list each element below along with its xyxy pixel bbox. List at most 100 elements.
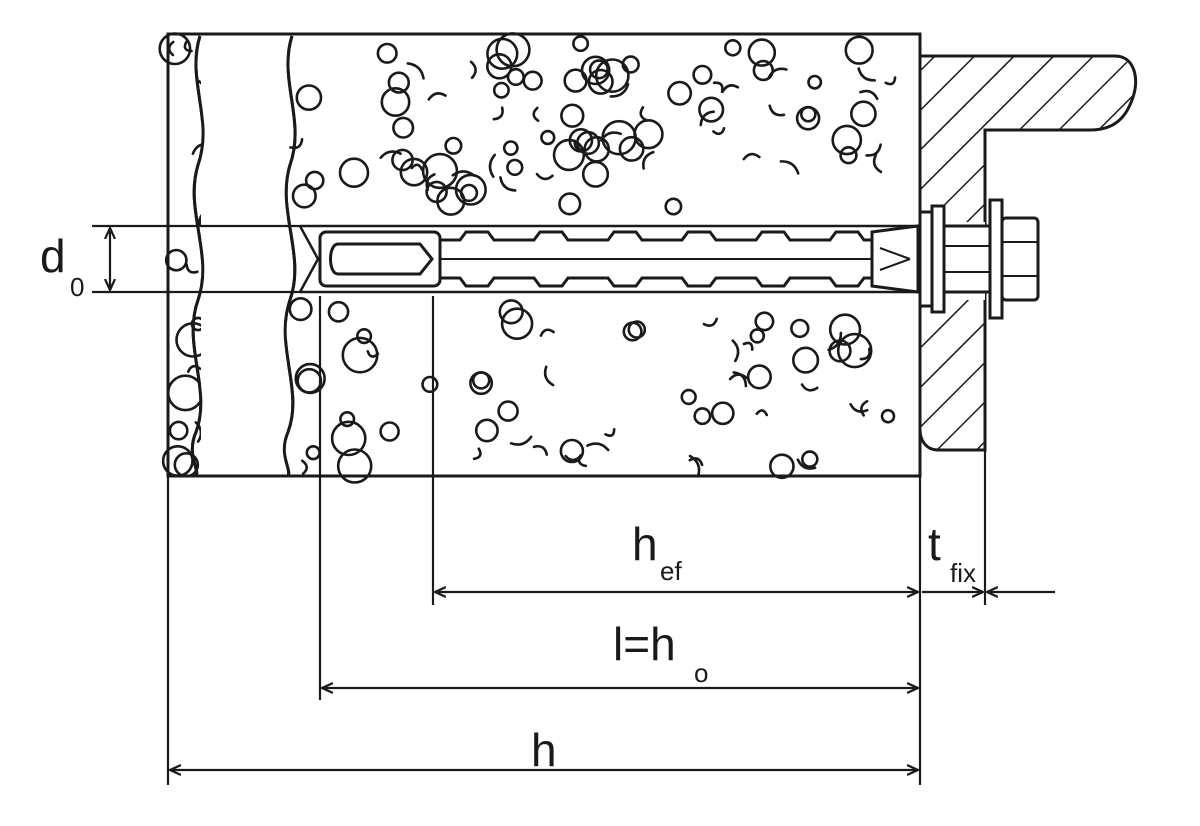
aggregate-stone: [581, 160, 610, 188]
aggregate-stone: [168, 420, 189, 441]
aggregate-stone: [444, 136, 463, 155]
aggregate-squiggle: [872, 153, 883, 174]
aggregate-stone: [336, 448, 373, 484]
aggregate-squiggle: [586, 442, 610, 452]
aggregate-squiggle: [800, 383, 819, 392]
aggregate-stone: [693, 407, 712, 426]
aggregate-stone: [828, 313, 862, 346]
aggregate-squiggle: [427, 92, 447, 101]
aggregate-stone: [769, 453, 795, 480]
aggregate-squiggle: [857, 67, 876, 82]
label-d0-sub: 0: [70, 272, 84, 302]
aggregate-squiggle: [731, 339, 740, 363]
aggregate-stone: [338, 157, 370, 188]
aggregate-stone: [522, 70, 543, 91]
aggregate-squiggle: [742, 341, 754, 351]
aggregate-stone: [568, 127, 594, 153]
aggregate-stone: [618, 135, 645, 162]
aggregate-stone: [327, 300, 350, 323]
aggregate-squiggle: [859, 347, 871, 361]
label-h-main: h: [531, 724, 557, 776]
aggregate-stone: [807, 74, 823, 90]
aggregate-squiggle: [865, 143, 882, 157]
aggregate-squiggle: [688, 454, 701, 477]
aggregate-stone: [391, 148, 414, 172]
aggregate-squiggle: [742, 152, 761, 161]
aggregate-stone: [341, 336, 379, 374]
aggregate-squiggle: [642, 150, 655, 170]
aggregate-stone: [558, 192, 582, 216]
aggregate-squiggle: [688, 457, 704, 467]
aggregate-squiggle: [768, 104, 786, 117]
aggregate-squiggle: [186, 364, 202, 373]
aggregate-squiggle: [543, 365, 555, 387]
aggregate-stone: [880, 408, 896, 424]
aggregate-stone: [498, 299, 524, 325]
aggregate-squiggle: [451, 170, 476, 177]
aggregate-stone: [850, 100, 877, 128]
aggregate-squiggle: [639, 106, 648, 122]
aggregate-stone: [667, 80, 693, 106]
anchor-sleeve: [318, 224, 920, 294]
aggregate-stone: [588, 59, 610, 80]
aggregate-stone: [387, 71, 410, 94]
label-tfix-sub: fix: [950, 558, 976, 588]
aggregate-squiggle: [472, 447, 482, 461]
aggregate-stone: [291, 183, 317, 209]
aggregate-stone: [664, 197, 683, 216]
aggregate-squiggle: [535, 172, 554, 181]
label-tfix-main: t: [928, 518, 941, 570]
aggregate-stone: [399, 157, 429, 187]
aggregate-stone: [747, 38, 777, 67]
aggregate-stone: [710, 401, 735, 426]
aggregate-stone: [380, 87, 411, 118]
aggregate-stone: [164, 248, 188, 272]
aggregate-squiggle: [604, 428, 616, 437]
aggregate-stone: [800, 450, 819, 468]
label-d0-main: d: [40, 230, 66, 282]
aggregate-stone: [594, 58, 630, 94]
aggregate-stone: [421, 375, 439, 394]
label-l-ho-sub: o: [694, 658, 708, 688]
aggregate-stone: [502, 140, 519, 156]
aggregate-stone: [559, 438, 585, 464]
aggregate-stone: [831, 124, 863, 156]
aggregate-squiggle: [469, 60, 477, 80]
break-gap: [201, 36, 287, 474]
aggregate-squiggle: [301, 459, 308, 475]
label-d0: d 0: [40, 230, 84, 302]
aggregate-stone: [580, 55, 611, 86]
aggregate-stone: [746, 364, 773, 390]
aggregate-stone: [560, 103, 585, 128]
aggregate-squiggle: [539, 328, 555, 337]
aggregate-stone: [376, 42, 398, 64]
aggregate-stone: [492, 81, 510, 99]
aggregate-squiggle: [702, 317, 718, 327]
aggregate-stone: [295, 84, 323, 112]
aggregate-squiggle: [289, 138, 304, 150]
aggregate-stone: [356, 328, 373, 345]
aggregate-stone: [790, 318, 810, 339]
aggregate-squiggle: [379, 150, 402, 159]
aggregate-squiggle: [721, 84, 740, 94]
aggregate-stone: [339, 411, 356, 428]
aggregate-squiggle: [499, 176, 517, 192]
aggregate-stone: [698, 96, 725, 123]
aggregate-stone: [723, 38, 742, 57]
aggregate-stone: [425, 180, 448, 204]
aggregate-squiggle: [577, 454, 588, 468]
aggregate-squiggle: [860, 399, 869, 417]
aggregate-stone: [680, 388, 697, 406]
aggregate-stone: [288, 297, 313, 322]
aggregate-squiggle: [859, 89, 879, 101]
aggregate-squiggle: [884, 76, 897, 86]
aggregate-squiggle: [779, 160, 800, 175]
aggregate-squiggle: [732, 371, 748, 388]
aggregate-stone: [692, 64, 713, 85]
aggregate-stone: [540, 129, 556, 146]
label-h: h: [531, 724, 557, 776]
aggregate-stone: [572, 35, 590, 53]
aggregate-stone: [754, 311, 775, 332]
